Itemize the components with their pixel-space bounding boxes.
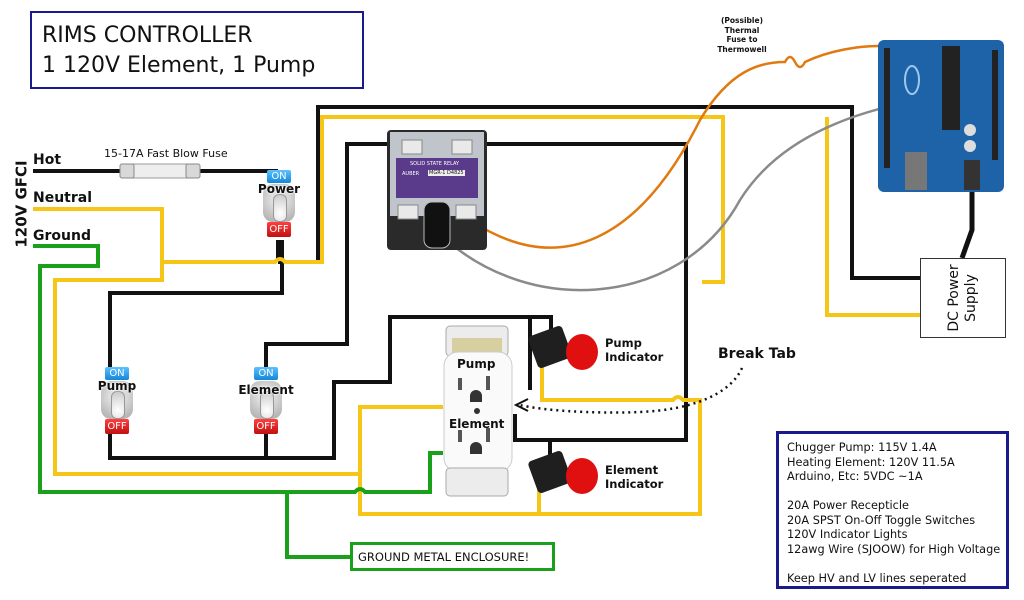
ground-enclosure-note: GROUND METAL ENCLOSURE!	[350, 542, 555, 571]
dc-power-supply-box: DC Power Supply	[920, 258, 1006, 338]
relay-brand: AUBER	[402, 171, 420, 177]
mains-side-label: 120V GFCI	[12, 160, 31, 248]
dc-power-cable	[959, 190, 975, 259]
psu-label-line-1: DC Power	[946, 264, 962, 332]
duplex-outlet-icon	[443, 325, 513, 497]
break-tab-label: Break Tab	[718, 346, 796, 362]
element-indicator-light-icon	[528, 450, 598, 494]
notes-box: Chugger Pump: 115V 1.4A Heating Element:…	[776, 431, 1009, 589]
fuse-icon	[119, 163, 201, 179]
neutral-left-loop	[53, 262, 702, 516]
outlet-pump-label: Pump	[457, 357, 496, 371]
note-line: Chugger Pump: 115V 1.4A	[787, 441, 937, 454]
note-line	[787, 557, 1006, 572]
note-line: 12awg Wire (SJOOW) for High Voltage	[787, 542, 1001, 556]
hot-label: Hot	[33, 152, 62, 168]
switch-on-label: ON	[267, 170, 291, 183]
toggle-lever-icon	[260, 391, 274, 419]
solid-state-relay-icon	[387, 130, 487, 250]
switch-off-label: OFF	[105, 419, 129, 434]
switch-name: Element	[238, 383, 294, 397]
pump-indicator-label: Pump Indicator	[605, 336, 663, 364]
ground-input-wire	[33, 244, 443, 494]
switch-bottom-bus	[108, 315, 532, 460]
title-box: RIMS CONTROLLER 1 120V Element, 1 Pump	[30, 11, 364, 89]
outlet-element-label: Element	[449, 417, 505, 431]
pump-indicator-hot	[530, 315, 553, 330]
note-line: Keep HV and LV lines seperated	[787, 571, 967, 585]
note-line: 20A SPST On-Off Toggle Switches	[787, 513, 976, 527]
power-switch-to-pump-switch	[108, 240, 284, 370]
switch-on-label: ON	[254, 367, 278, 380]
thermal-fuse-label-line: Thermal	[724, 25, 760, 35]
element-toggle-switch[interactable]: ON OFF Element	[238, 367, 294, 439]
element-indicator-label: Element Indicator	[605, 463, 663, 491]
switch-off-label: OFF	[254, 419, 278, 434]
relay-label: SOLID STATE RELAY	[410, 161, 460, 167]
thermal-fuse-label: (Possible) Thermal Fuse to Thermowell	[712, 16, 772, 54]
break-tab-arrowhead	[513, 398, 529, 412]
thermal-fuse-label-line: Thermowell	[717, 44, 767, 54]
arduino-board-icon	[878, 40, 1004, 192]
indicator-label-line-2: Indicator	[605, 477, 664, 491]
ground-label: Ground	[33, 228, 91, 244]
toggle-lever-icon	[273, 194, 287, 222]
break-tab-arrow	[519, 367, 744, 414]
thermal-fuse-wire	[469, 44, 879, 249]
note-line	[787, 485, 1006, 500]
pump-toggle-switch[interactable]: ON OFF Pump	[97, 367, 137, 439]
toggle-lever-icon	[111, 391, 125, 419]
ssr-right-terminal-wire	[470, 142, 688, 442]
fuse-label: 15-17A Fast Blow Fuse	[104, 147, 228, 160]
note-line: Heating Element: 120V 11.5A	[787, 455, 955, 469]
relay-model: MGR-1 D4825	[428, 170, 465, 176]
ssr-left-terminal-wire	[264, 142, 392, 370]
pump-indicator-light-icon	[528, 325, 598, 370]
power-switch-to-top-loop	[276, 105, 920, 280]
power-toggle-switch[interactable]: ON OFF Power	[257, 170, 301, 242]
neutral-input-wire	[33, 115, 725, 284]
neutral-outlet-wire	[358, 405, 443, 474]
switch-on-label: ON	[105, 367, 129, 380]
neutral-wires	[33, 115, 920, 516]
note-line: Arduino, Etc: 5VDC ~1A	[787, 470, 923, 483]
ground-enclosure-wire	[285, 492, 350, 559]
thermal-fuse-label-line: Fuse to	[726, 35, 758, 44]
indicator-label-line-1: Pump	[605, 336, 642, 350]
note-line: 120V Indicator Lights	[787, 528, 908, 541]
switch-name: Pump	[97, 379, 137, 393]
ground-wires	[33, 244, 443, 559]
psu-label-line-2: Supply	[963, 274, 979, 322]
thermal-fuse-label-line: (Possible)	[720, 16, 764, 25]
title-line-2: 1 120V Element, 1 Pump	[42, 53, 316, 78]
psu-label: DC Power Supply	[946, 264, 980, 331]
indicator-label-line-1: Element	[605, 463, 659, 477]
switch-off-label: OFF	[267, 222, 291, 237]
neutral-psu-wire	[825, 117, 920, 317]
indicator-label-line-2: Indicator	[605, 350, 664, 364]
title-line-1: RIMS CONTROLLER	[42, 23, 253, 48]
neutral-label: Neutral	[33, 190, 93, 206]
note-line: 20A Power Recepticle	[787, 499, 909, 512]
switch-name: Power	[257, 182, 301, 196]
